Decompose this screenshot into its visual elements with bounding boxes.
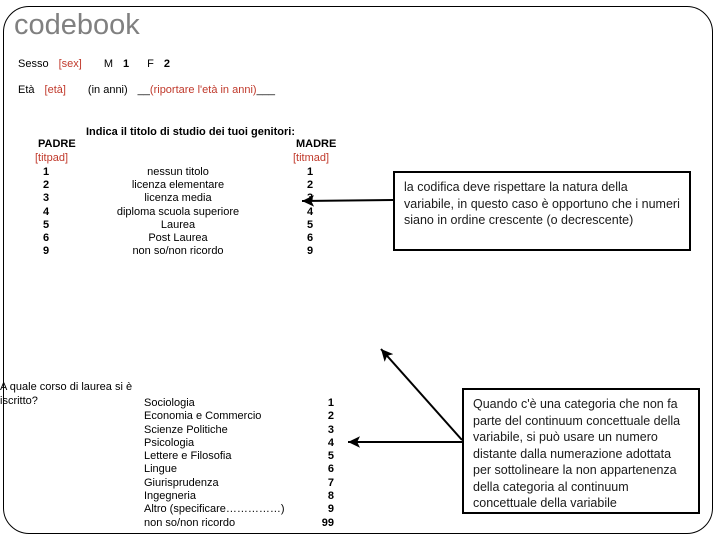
eta-unit: (in anni) <box>87 84 128 96</box>
degree-value-cell: 6 <box>327 463 334 476</box>
sesso-option-f-label: F <box>147 58 154 70</box>
table-row: 9 non so/non ricordo 9 <box>28 245 328 258</box>
degree-label-cell: Giurisprudenza <box>144 476 219 489</box>
degree-value-cell: 9 <box>327 503 334 516</box>
degree-label-cell: Scienze Politiche <box>144 423 228 436</box>
table-row: Scienze Politiche 3 <box>144 424 334 437</box>
table-row: 4 diploma scuola superiore 4 <box>28 206 328 219</box>
eta-instruction: (riportare l'età in anni) <box>149 84 257 96</box>
education-label-cell: non so/non ricordo <box>132 245 224 258</box>
degree-value-cell: 1 <box>327 397 334 409</box>
connector-arrow-outside-continuum-diagonal <box>380 348 463 441</box>
education-label-cell: diploma scuola superiore <box>116 205 240 218</box>
degree-options-table: Sociologia 1 Economia e Commercio 2 Scie… <box>144 397 334 530</box>
father-code-cell: 4 <box>42 205 50 218</box>
eta-blank-after: ___ <box>256 84 275 96</box>
mother-code-cell: 5 <box>306 218 314 231</box>
degree-label-cell: non so/non ricordo <box>144 516 236 529</box>
degree-label-cell: Ingegneria <box>144 490 196 503</box>
table-row: Altro (specificare……………) 9 <box>144 503 334 516</box>
degree-label-cell: Psicologia <box>144 436 195 449</box>
table-row: non so/non ricordo 99 <box>144 517 334 530</box>
parents-education-table: 1 nessun titolo 1 2 licenza elementare 2… <box>28 166 328 258</box>
mother-code-cell: 2 <box>306 179 314 192</box>
degree-label-cell: Lingue <box>144 463 178 476</box>
mother-code-cell: 9 <box>306 245 314 258</box>
sesso-label: Sesso <box>18 58 49 70</box>
table-row: Giurisprudenza 7 <box>144 477 334 490</box>
degree-label-cell: Sociologia <box>144 397 195 409</box>
father-code-cell: 5 <box>42 218 50 231</box>
degree-label-cell: Lettere e Filosofia <box>144 450 232 463</box>
mother-code-cell: 1 <box>306 166 314 178</box>
mother-code-cell: 4 <box>306 205 314 218</box>
father-variable-code: [titpad] <box>35 152 69 164</box>
father-code-cell: 2 <box>42 179 50 192</box>
degree-value-cell: 99 <box>321 516 334 529</box>
degree-value-cell: 2 <box>327 410 334 423</box>
father-code-cell: 9 <box>42 245 50 258</box>
mother-code-cell: 3 <box>306 192 314 205</box>
sesso-variable-code: [sex] <box>58 58 82 70</box>
parents-heading: Indica il titolo di studio dei tuoi geni… <box>86 126 295 138</box>
degree-value-cell: 3 <box>327 423 334 436</box>
table-row: Lettere e Filosofia 5 <box>144 450 334 463</box>
table-row: Sociologia 1 <box>144 397 334 410</box>
degree-value-cell: 8 <box>327 490 334 503</box>
sesso-option-m-label: M <box>103 58 113 70</box>
callout-outside-continuum-text: Quando c'è una categoria che non fa part… <box>473 397 681 510</box>
question-corso-laurea: A quale corso di laurea si è iscritto? <box>0 381 133 407</box>
father-code-cell: 1 <box>42 166 50 178</box>
degree-label-cell: Altro (specificare……………) <box>144 503 285 516</box>
education-label-cell: nessun titolo <box>147 166 209 178</box>
mother-variable-code: [titmad] <box>293 152 330 164</box>
table-row: Ingegneria 8 <box>144 490 334 503</box>
father-code-cell: 3 <box>42 192 50 205</box>
degree-value-cell: 7 <box>327 476 334 489</box>
question-eta: Età [età] (in anni) __(riportare l'età in a… <box>18 84 275 97</box>
table-row: 6 Post Laurea 6 <box>28 232 328 245</box>
table-row: Economia e Commercio 2 <box>144 410 334 423</box>
degree-label-cell: Economia e Commercio <box>144 410 262 423</box>
degree-value-cell: 4 <box>327 436 334 449</box>
eta-blank-before: __ <box>137 84 150 96</box>
degree-options-body: Sociologia 1 Economia e Commercio 2 Scie… <box>144 397 334 530</box>
callout-coding-order: la codifica deve rispettare la natura de… <box>393 171 691 251</box>
callout-outside-continuum: Quando c'è una categoria che non fa part… <box>462 388 700 514</box>
table-row: 3 licenza media 3 <box>28 192 328 205</box>
degree-value-cell: 5 <box>327 450 334 463</box>
table-row: Lingue 6 <box>144 463 334 476</box>
education-label-cell: licenza elementare <box>131 179 225 192</box>
callout-coding-order-text: la codifica deve rispettare la natura de… <box>404 180 680 227</box>
table-row: 5 Laurea 5 <box>28 219 328 232</box>
eta-variable-code: [età] <box>44 84 66 96</box>
mother-column-header: MADRE <box>296 138 337 150</box>
table-row: Psicologia 4 <box>144 437 334 450</box>
eta-label: Età <box>18 84 35 96</box>
parents-education-body: 1 nessun titolo 1 2 licenza elementare 2… <box>28 166 328 258</box>
father-column-header: PADRE <box>38 138 76 150</box>
table-row: 2 licenza elementare 2 <box>28 179 328 192</box>
mother-code-cell: 6 <box>306 232 314 245</box>
education-label-cell: Laurea <box>160 218 196 231</box>
father-code-cell: 6 <box>42 232 50 245</box>
sesso-option-m-value: 1 <box>122 58 130 70</box>
education-label-cell: licenza media <box>144 192 212 205</box>
page-title: codebook <box>14 9 140 41</box>
education-label-cell: Post Laurea <box>148 232 208 245</box>
sesso-option-f-value: 2 <box>163 58 170 70</box>
table-row: 1 nessun titolo 1 <box>28 166 328 179</box>
